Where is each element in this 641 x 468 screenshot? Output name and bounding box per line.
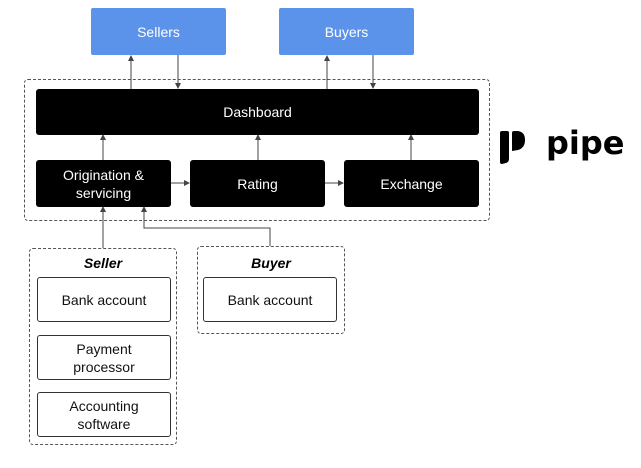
dashboard-label: Dashboard — [223, 104, 292, 120]
platform-group — [24, 79, 490, 221]
seller-group-title: Seller — [83, 255, 123, 271]
exchange-label: Exchange — [380, 175, 443, 192]
payment-processor-label: Payment processor — [73, 340, 135, 375]
buyers-box: Buyers — [279, 8, 414, 55]
accounting-software-label: Accounting software — [69, 397, 139, 432]
seller-bank-account-box: Bank account — [37, 277, 171, 322]
rating-box: Rating — [190, 160, 325, 207]
exchange-box: Exchange — [344, 160, 479, 207]
origination-box: Origination & servicing — [36, 160, 171, 207]
buyers-label: Buyers — [324, 23, 369, 40]
seller-group — [29, 248, 177, 445]
rating-label: Rating — [237, 175, 278, 192]
sellers-box: Sellers — [91, 8, 226, 55]
arrow-buyer-to-origination — [141, 206, 271, 246]
sellers-label: Sellers — [137, 23, 180, 40]
pipe-logo-text: pipe — [546, 124, 625, 162]
accounting-software-box: Accounting software — [37, 392, 171, 437]
buyer-bank-account-box: Bank account — [203, 277, 337, 322]
seller-bank-account-label: Bank account — [61, 291, 147, 308]
origination-label: Origination & servicing — [63, 166, 144, 201]
buyer-group — [197, 246, 345, 334]
dashboard-box: Dashboard — [36, 89, 479, 135]
buyer-bank-account-label: Bank account — [227, 291, 313, 308]
pipe-logo-icon — [500, 131, 525, 164]
buyer-group-title: Buyer — [251, 255, 291, 271]
payment-processor-box: Payment processor — [37, 335, 171, 380]
